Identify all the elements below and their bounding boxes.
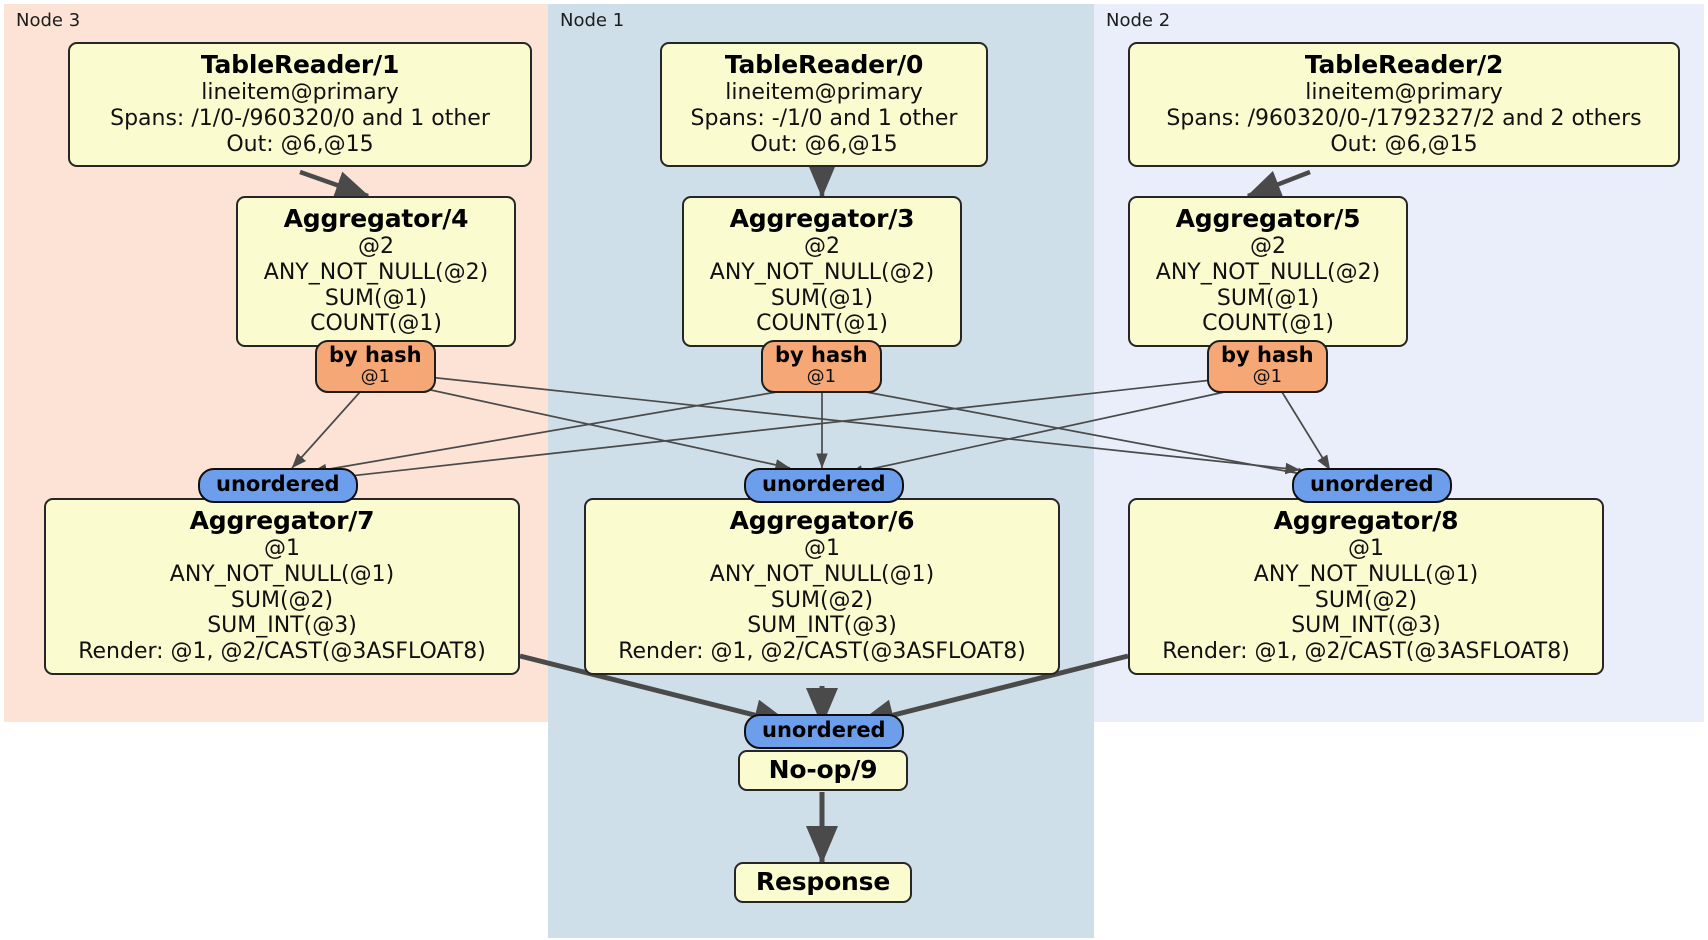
processor-detail-agg1: ANY_NOT_NULL(@1) [1253,561,1479,587]
processor-box-table-reader-0[interactable]: TableReader/0 lineitem@primary Spans: -/… [660,42,988,168]
processor-title: Aggregator/8 [1273,506,1459,535]
processor-detail-table: lineitem@primary [201,80,399,106]
processor-detail-group: @2 [804,234,840,260]
router-by-hash-node3[interactable]: by hash @1 [315,340,436,393]
processor-detail-agg3: COUNT(@1) [1202,311,1334,337]
node-panel-label-node3: Node 3 [16,10,81,31]
receiver-unordered-node3[interactable]: unordered [198,468,358,504]
processor-detail-group: @1 [804,536,840,562]
router-by-hash-node2[interactable]: by hash @1 [1207,340,1328,393]
router-label: by hash [329,343,422,367]
node-panel-label-node2: Node 2 [1106,10,1171,31]
processor-detail-agg2: SUM(@2) [230,587,334,613]
processor-box-aggregator-5[interactable]: Aggregator/5 @2 ANY_NOT_NULL(@2) SUM(@1)… [1128,196,1408,348]
router-column: @1 [1252,366,1283,388]
processor-box-aggregator-3[interactable]: Aggregator/3 @2 ANY_NOT_NULL(@2) SUM(@1)… [682,196,962,348]
processor-detail-group: @1 [264,536,300,562]
processor-detail-table: lineitem@primary [725,80,923,106]
router-by-hash-node1[interactable]: by hash @1 [761,340,882,393]
router-column: @1 [360,366,391,388]
processor-detail-group: @1 [1348,536,1384,562]
receiver-label: unordered [216,472,340,496]
processor-box-table-reader-1[interactable]: TableReader/1 lineitem@primary Spans: /1… [68,42,532,168]
processor-detail-agg3: SUM_INT(@3) [747,613,897,639]
receiver-unordered-node1[interactable]: unordered [744,468,904,504]
processor-detail-agg2: SUM(@1) [324,285,428,311]
processor-detail-out: Out: @6,@15 [750,131,898,157]
processor-detail-render: Render: @1, @2/CAST(@3ASFLOAT8) [78,639,486,665]
processor-detail-agg2: SUM(@1) [1216,285,1320,311]
processor-detail-out: Out: @6,@15 [1330,131,1478,157]
processor-detail-agg1: ANY_NOT_NULL(@2) [1155,259,1381,285]
node-panel-label-node1: Node 1 [560,10,625,31]
processor-detail-agg3: SUM_INT(@3) [1291,613,1441,639]
processor-detail-agg3: SUM_INT(@3) [207,613,357,639]
processor-detail-table: lineitem@primary [1305,80,1503,106]
processor-box-response[interactable]: Response [734,862,912,904]
processor-detail-agg2: SUM(@1) [770,285,874,311]
processor-title: Aggregator/6 [729,506,915,535]
processor-box-aggregator-4[interactable]: Aggregator/4 @2 ANY_NOT_NULL(@2) SUM(@1)… [236,196,516,348]
processor-detail-agg1: ANY_NOT_NULL(@1) [169,561,395,587]
receiver-label: unordered [762,718,886,742]
processor-detail-spans: Spans: -/1/0 and 1 other [690,105,958,131]
receiver-label: unordered [762,472,886,496]
processor-detail-agg2: SUM(@2) [770,587,874,613]
processor-detail-agg1: ANY_NOT_NULL(@1) [709,561,935,587]
router-label: by hash [775,343,868,367]
receiver-unordered-final[interactable]: unordered [744,714,904,750]
processor-box-aggregator-7[interactable]: Aggregator/7 @1 ANY_NOT_NULL(@1) SUM(@2)… [44,498,520,675]
router-column: @1 [806,366,837,388]
processor-detail-render: Render: @1, @2/CAST(@3ASFLOAT8) [618,639,1026,665]
processor-title: No-op/9 [768,755,878,784]
processor-title: Aggregator/5 [1175,204,1361,233]
processor-detail-render: Render: @1, @2/CAST(@3ASFLOAT8) [1162,639,1570,665]
processor-box-noop-9[interactable]: No-op/9 [738,750,908,792]
processor-detail-agg1: ANY_NOT_NULL(@2) [709,259,935,285]
processor-detail-group: @2 [358,234,394,260]
processor-detail-agg3: COUNT(@1) [756,311,888,337]
router-label: by hash [1221,343,1314,367]
processor-detail-agg1: ANY_NOT_NULL(@2) [263,259,489,285]
processor-title: Aggregator/4 [283,204,469,233]
processor-title: Aggregator/3 [729,204,915,233]
processor-detail-spans: Spans: /1/0-/960320/0 and 1 other [110,105,490,131]
processor-box-aggregator-6[interactable]: Aggregator/6 @1 ANY_NOT_NULL(@1) SUM(@2)… [584,498,1060,675]
processor-title: TableReader/1 [200,50,400,79]
processor-detail-spans: Spans: /960320/0-/1792327/2 and 2 others [1166,105,1642,131]
processor-detail-group: @2 [1250,234,1286,260]
processor-title: Aggregator/7 [189,506,375,535]
processor-title: TableReader/0 [724,50,924,79]
receiver-unordered-node2[interactable]: unordered [1292,468,1452,504]
processor-detail-out: Out: @6,@15 [226,131,374,157]
processor-title: TableReader/2 [1304,50,1504,79]
processor-title: Response [755,867,891,896]
processor-box-aggregator-8[interactable]: Aggregator/8 @1 ANY_NOT_NULL(@1) SUM(@2)… [1128,498,1604,675]
processor-detail-agg2: SUM(@2) [1314,587,1418,613]
receiver-label: unordered [1310,472,1434,496]
processor-detail-agg3: COUNT(@1) [310,311,442,337]
processor-box-table-reader-2[interactable]: TableReader/2 lineitem@primary Spans: /9… [1128,42,1680,168]
